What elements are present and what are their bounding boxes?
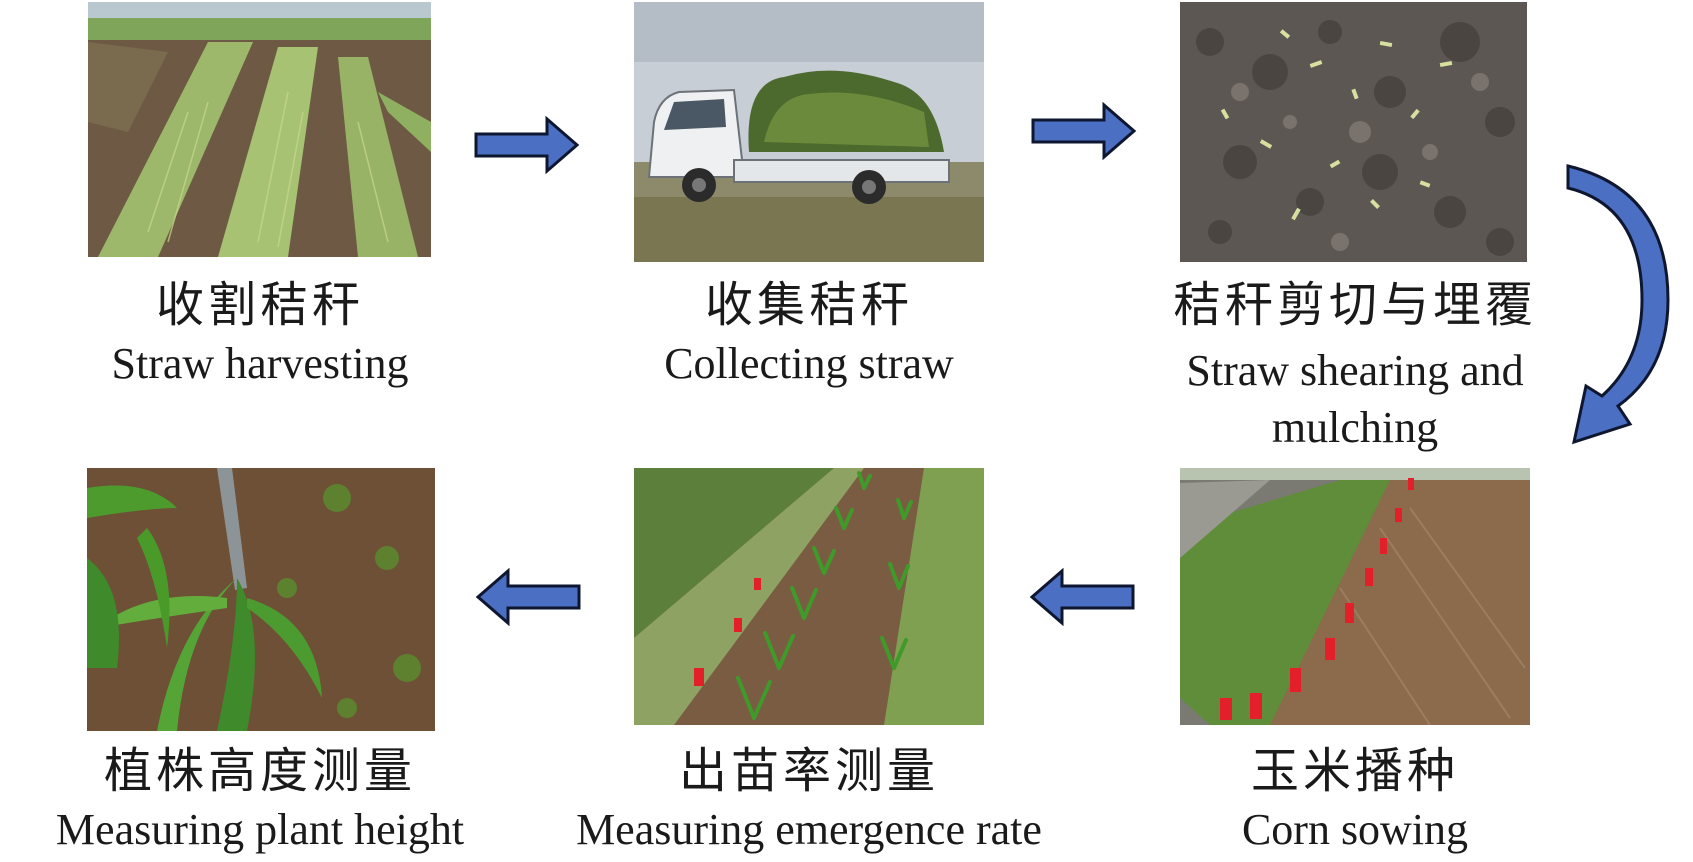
photo-straw-harvesting [88,2,431,257]
photo-measuring-plant-height [87,468,435,731]
caption-measuring-emergence-rate: 出苗率测量 Measuring emergence rate [529,748,1089,852]
caption-en: Collecting straw [664,339,954,388]
arrow-right-icon [1030,102,1138,160]
caption-collecting-straw: 收集秸秆 Collecting straw [569,282,1049,386]
caption-zh: 植株高度测量 [103,745,416,798]
caption-measuring-plant-height: 植株高度测量 Measuring plant height [10,748,510,852]
photo-collecting-straw [634,2,984,262]
caption-en: Corn sowing [1241,805,1469,854]
caption-en: Straw harvesting [111,339,409,388]
arrow-left-icon [474,568,582,626]
photo-measuring-emergence-rate [634,468,984,725]
caption-zh: 玉米播种 [1250,745,1459,798]
photo-straw-shearing-and-mulching [1180,2,1527,262]
caption-zh: 收集秸秆 [704,279,913,332]
arrow-right-icon [473,116,581,174]
caption-straw-shearing-and-mulching: 秸秆剪切与埋覆 Straw shearing and mulching [1150,282,1560,456]
caption-zh: 收割秸秆 [155,279,364,332]
caption-zh: 秸秆剪切与埋覆 [1172,279,1537,332]
caption-en: Straw shearing and mulching [1186,346,1524,453]
caption-corn-sowing: 玉米播种 Corn sowing [1125,748,1585,852]
curved-arrow-down-icon [1560,160,1680,450]
caption-zh: 出苗率测量 [678,745,939,798]
caption-en: Measuring emergence rate [576,805,1042,854]
arrow-left-icon [1028,568,1136,626]
caption-en: Measuring plant height [55,805,465,854]
photo-corn-sowing [1180,468,1530,725]
caption-straw-harvesting: 收割秸秆 Straw harvesting [20,282,500,386]
